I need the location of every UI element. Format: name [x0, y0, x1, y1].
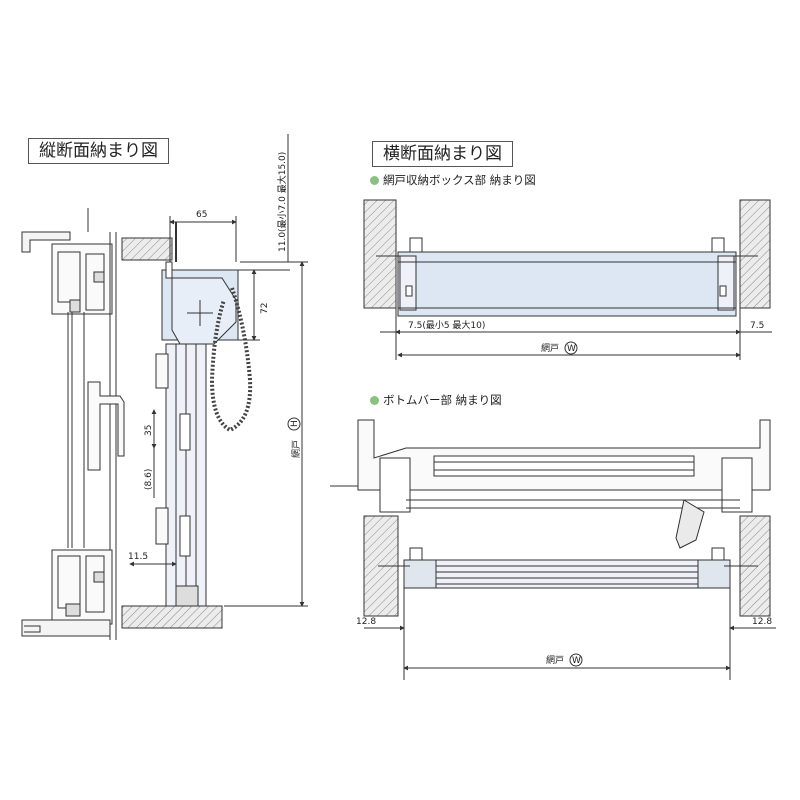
height-mark: H [290, 420, 300, 427]
dim-11-5: 11.5 [128, 552, 148, 562]
dim-35: 35 [144, 425, 154, 436]
operation-chain [209, 287, 253, 433]
wall-sill [121, 605, 223, 629]
dim-height-label: 網戸 [290, 440, 302, 458]
bottom-bar-label-row: ボトムバー部 納まり図 [370, 392, 502, 408]
box-part-label: 網戸収納ボックス部 納まり図 [383, 173, 536, 187]
bullet-icon [370, 395, 379, 405]
dim-8-6: (8.6) [144, 469, 154, 490]
dim-72: 72 [260, 303, 270, 314]
vertical-section-drawing [21, 134, 308, 640]
box-width-mark: W [567, 344, 576, 354]
box-width-label: 網戸 [541, 342, 559, 354]
bottom-bar [403, 559, 731, 589]
vertical-section-title: 縦断面納まり図 [28, 138, 169, 164]
wall-head [121, 237, 173, 261]
horizontal-section-title: 横断面納まり図 [372, 141, 513, 167]
dim-65: 65 [196, 210, 207, 220]
bottom-width-mark-badge: W [569, 653, 583, 667]
box-part-drawing [363, 199, 772, 360]
bottom-bar-drawing [330, 419, 776, 680]
height-mark-badge: H [287, 417, 301, 431]
box-screen [397, 251, 737, 317]
box-width-mark-badge: W [564, 341, 578, 355]
bottom-width-label: 網戸 [546, 654, 564, 666]
box-dim-left: 7.5(最小5 最大10) [408, 319, 485, 331]
bullet-icon [370, 175, 379, 185]
bottom-width-mark: W [572, 656, 581, 666]
bottom-bar-label: ボトムバー部 納まり図 [383, 393, 502, 407]
box-dim-right: 7.5 [750, 321, 764, 331]
dim-top-gap: 11.0(最小7.0 最大15.0) [276, 152, 288, 252]
box-part-label-row: 網戸収納ボックス部 納まり図 [370, 172, 536, 188]
bottom-dim-left: 12.8 [356, 617, 376, 627]
bottom-dim-right: 12.8 [752, 617, 772, 627]
